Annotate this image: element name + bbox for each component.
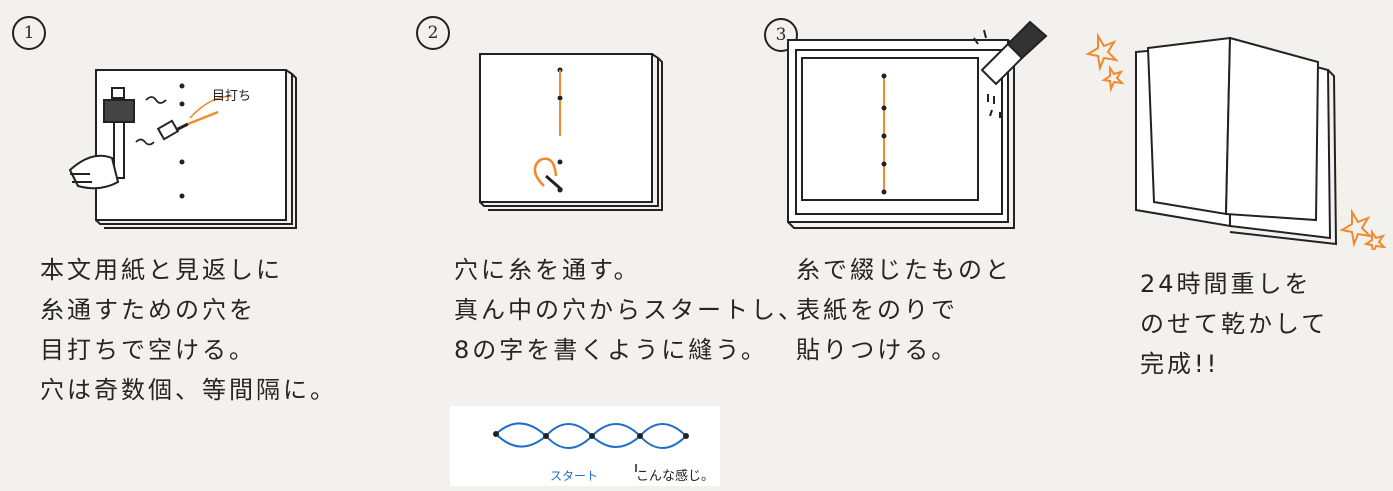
step-3-panel: 3 糸で綴じたものと 表紙をのりで 貼りつける。 — [760, 0, 1080, 491]
caption-line: 24時間重しを — [1140, 270, 1312, 298]
step-1-panel: 1 — [0, 0, 340, 491]
step-2-number: 2 — [416, 16, 450, 50]
hammer-icon — [103, 87, 135, 179]
caption-line: 穴は奇数個、等間隔に。 — [40, 376, 337, 404]
needle-icon — [545, 174, 563, 192]
caption-line: 穴に糸を通す。 — [454, 256, 641, 284]
step-1-caption: 本文用紙と見返しに 糸通すための穴を 目打ちで空ける。 穴は奇数個、等間隔に。 — [40, 250, 337, 410]
step-2-caption: 穴に糸を通す。 真ん中の穴からスタートし、 8の字を書くように縫う。 — [454, 250, 805, 370]
step-2-illustration — [479, 53, 663, 211]
caption-line: 糸で綴じたものと — [796, 256, 1012, 284]
step-3-illustration — [787, 20, 1048, 229]
step-1-number: 1 — [12, 16, 46, 50]
text-block — [801, 57, 979, 201]
step-3-caption: 糸で綴じたものと 表紙をのりで 貼りつける。 — [796, 250, 1012, 370]
caption-line: 目打ちで空ける。 — [40, 336, 256, 364]
caption-line: 表紙をのりで — [796, 296, 958, 324]
paper-stack — [479, 53, 663, 211]
awl-icon — [156, 95, 233, 141]
step-3-number: 3 — [764, 18, 798, 52]
caption-line: 完成!! — [1140, 350, 1220, 378]
paper-stack — [95, 69, 297, 229]
awl-label: 目打ち — [212, 89, 251, 104]
step-1-illustration: 目打ち — [68, 69, 297, 229]
open-book — [1135, 36, 1338, 246]
stitch-diagram: スタート こんな感じ。 — [450, 406, 720, 486]
caption-line: 糸通すための穴を — [40, 296, 256, 324]
sparkle-icon — [1085, 32, 1387, 250]
hand-icon — [68, 154, 120, 190]
thread-loop — [533, 157, 558, 187]
step-4-illustration — [1085, 32, 1387, 250]
caption-line: 真ん中の穴からスタートし、 — [454, 296, 805, 324]
step-4-panel: 24時間重しを のせて乾かして 完成!! — [1080, 0, 1393, 491]
caption-line: 8の字を書くように縫う。 — [454, 336, 768, 364]
diagram-note: こんな感じ。 — [636, 468, 714, 484]
caption-line: 貼りつける。 — [796, 336, 959, 364]
glue-brush-icon — [973, 20, 1048, 118]
diagram-start-label: スタート — [550, 469, 598, 483]
caption-line: 本文用紙と見返しに — [40, 256, 283, 284]
caption-line: のせて乾かして — [1140, 310, 1329, 338]
step-4-caption: 24時間重しを のせて乾かして 完成!! — [1140, 264, 1328, 384]
step-2-panel: 2 穴に糸を通す。 真ん中の穴からスタートし、 8の字を書くように縫う。 — [400, 0, 802, 491]
hole-marks — [179, 83, 185, 199]
